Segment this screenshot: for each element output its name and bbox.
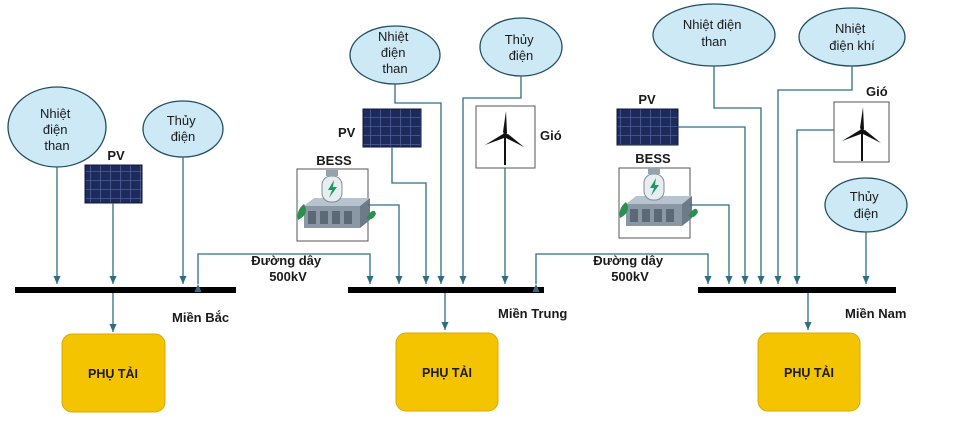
north-region-label: Miền Bắc [172,310,229,325]
south-gas-ellipse [798,7,906,67]
south-region-label: Miền Nam [845,306,906,321]
north-hydro-plant: Thủy điện [142,100,224,284]
central-hydro-line1: Thủy [505,32,534,47]
central-hydro-connector [459,76,522,284]
north-load-label: PHỤ TẢI [88,366,138,381]
solar-panel-icon [362,108,422,148]
line-500kv-north-central [194,253,374,293]
north-pv-label: PV [107,148,125,163]
central-bess: BESS [296,153,403,284]
link1-line1: Đường dây [251,253,322,268]
south-load-label: PHỤ TẢI [784,365,834,380]
south-hydro-line1: Thủy [850,189,879,204]
south-coal-plant: Nhiệt điện than [652,3,776,284]
south-coal-line2: than [701,34,726,49]
north-coal-line3: than [44,138,69,153]
south-wind-connector [793,129,834,284]
region-central: Nhiệt điện than Thủy điện PV Gió [296,17,567,412]
central-hydro-plant: Thủy điện [459,17,563,284]
central-hydro-ellipse [479,17,563,77]
central-wind: Gió [475,105,562,284]
transmission-line-2: Đường dây 500kV [532,253,712,293]
solar-panel-icon [84,164,143,204]
svg-text:Nhiệt điện tha: Nhiệt điện than [378,29,412,76]
central-hydro-line2: điện [509,48,534,63]
south-bess: BESS [618,151,733,284]
north-coal-line2: điện [43,122,68,137]
south-coal-line1: Nhiệt điện [683,17,742,32]
transmission-line-1: Đường dây 500kV [194,253,374,293]
south-gas-line1: Nhiệt [835,21,866,36]
central-load-box [395,332,499,412]
north-coal-line1: Nhiệt [40,106,71,121]
central-wind-label: Gió [540,128,562,143]
central-pv: PV [338,108,430,284]
region-north: Nhiệt điện than PV Thủy điện Miền Bắc PH… [7,86,236,413]
south-gas-line2: điện khí [829,38,875,53]
south-gas-connector [774,66,853,284]
link2-line1: Đường dây [593,253,664,268]
central-region-label: Miền Trung [498,306,567,321]
south-pv: PV [616,92,749,284]
svg-text:Thủy điện: Thủy điện [850,189,883,221]
link2-line2: 500kV [611,269,649,284]
central-coal-plant: Nhiệt điện than [349,25,445,284]
solar-panel-icon [616,108,679,146]
south-hydro-ellipse [824,177,908,233]
svg-text:Nhiệt điện tha: Nhiệt điện than [40,106,74,153]
north-hydro-line2: điện [171,129,196,144]
north-load-box [61,333,166,413]
north-pv: PV [84,148,143,284]
south-bess-label: BESS [635,151,671,166]
central-pv-label: PV [338,125,356,140]
central-coal-line2: điện [381,45,406,60]
south-wind: Gió [793,84,890,284]
south-bess-connector [690,204,733,284]
central-pv-connector [391,147,430,284]
central-load-label: PHỤ TẢI [422,365,472,380]
region-south: Nhiệt điện than Nhiệt điện khí PV Gió [616,3,908,412]
central-bess-connector [368,204,403,284]
north-hydro-line1: Thủy [167,113,196,128]
line-500kv-central-south [532,253,712,293]
south-load-box [757,332,861,412]
central-bess-label: BESS [316,153,352,168]
link1-line2: 500kV [269,269,307,284]
svg-text:Đường dây 500kV: Đường dây 500kV [251,253,325,284]
svg-text:Nhiệt điện khí: Nhiệt điện khí [829,21,875,53]
central-coal-connector [394,84,445,284]
south-coal-connector [713,66,765,284]
north-coal-plant: Nhiệt điện than [7,86,107,284]
svg-text:Thủy điện: Thủy điện [167,113,200,144]
south-pv-label: PV [638,92,656,107]
south-pv-connector [678,126,749,284]
south-hydro-line2: điện [854,206,879,221]
south-gas-plant: Nhiệt điện khí [774,7,906,284]
central-coal-line1: Nhiệt [378,29,409,44]
south-hydro-plant: Thủy điện [824,177,908,284]
svg-text:Nhiệt điện than: Nhiệt điện than [683,17,745,49]
svg-text:Thủy điện: Thủy điện [505,32,538,63]
svg-text:Đường dây 500kV: Đường dây 500kV [593,253,667,284]
central-coal-line3: than [382,61,407,76]
south-wind-label: Gió [866,84,888,99]
